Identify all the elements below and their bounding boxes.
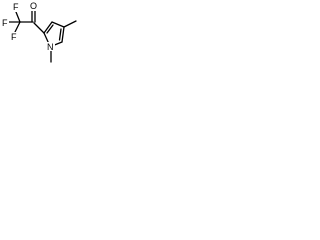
bond-c3-c4: [51, 21, 65, 28]
bond-cf-top: [15, 11, 21, 23]
fluorine-left-label: F: [2, 18, 8, 28]
fluorine-top-label: F: [13, 2, 19, 12]
bond-c4-methyl: [63, 20, 77, 28]
bond-c2-c3: [43, 21, 53, 34]
bond-c4-c5-double: [58, 28, 62, 41]
oxygen-label: O: [30, 1, 37, 11]
molecule-structure: O F F F N: [1, 1, 77, 63]
bond-carbonyl-ring: [33, 22, 45, 34]
fluorine-bottom-label: F: [11, 32, 17, 42]
bond-c2-c3-double: [46, 24, 54, 34]
nitrogen-label: N: [47, 42, 54, 52]
bond-c4-c5: [61, 26, 65, 43]
bond-cf-bottom: [14, 21, 21, 33]
